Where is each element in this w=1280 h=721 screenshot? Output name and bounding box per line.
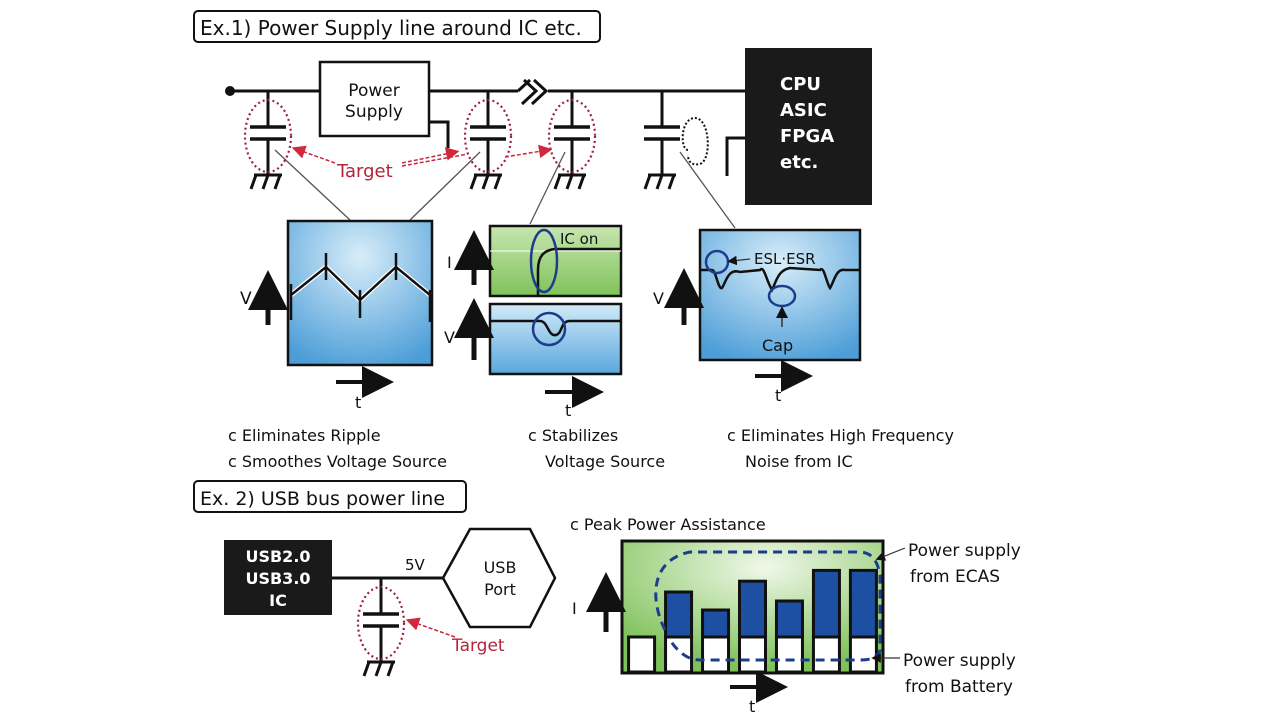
svg-text:I: I — [572, 599, 577, 618]
power-line — [225, 78, 745, 148]
svg-text:IC on: IC on — [560, 230, 598, 248]
target-highlight — [463, 98, 513, 174]
svg-text:USB2.0: USB2.0 — [245, 547, 310, 566]
bar-ecas — [774, 599, 804, 639]
svg-text:ASIC: ASIC — [780, 100, 827, 121]
ex1-title: Ex.1) Power Supply line around IC etc. — [193, 10, 601, 43]
target-annotation-usb: Target — [405, 617, 505, 656]
svg-text:V: V — [653, 289, 664, 308]
voltage-waveform — [490, 319, 621, 337]
svg-text:Ex. 2) USB bus power line: Ex. 2) USB bus power line — [200, 488, 445, 510]
bar-battery — [738, 635, 767, 674]
target-annotation: Target — [291, 144, 553, 182]
ex1-bullets: c Eliminates Ripple c Smoothes Voltage S… — [228, 426, 954, 471]
svg-text:Target: Target — [451, 636, 505, 656]
svg-text:IC: IC — [269, 591, 287, 610]
svg-text:I: I — [447, 253, 452, 272]
ic-block: CPU ASIC FPGA etc. — [725, 48, 872, 205]
ground-icon — [249, 173, 282, 190]
svg-text:Cap: Cap — [762, 336, 793, 355]
noise-loop — [681, 116, 709, 166]
svg-text:Noise from IC: Noise from IC — [745, 452, 853, 471]
ripple-graph: V t — [240, 219, 434, 412]
peak-power-chart — [620, 539, 885, 675]
noise-graph: ESL·ESR Cap V t — [653, 228, 862, 405]
svg-text:FPGA: FPGA — [780, 126, 834, 147]
leader-lines — [274, 149, 736, 229]
svg-text:t: t — [355, 393, 361, 412]
ground-icon — [643, 173, 676, 190]
target-highlight — [243, 98, 293, 174]
bar-battery — [664, 635, 694, 674]
svg-text:Power supply: Power supply — [908, 541, 1021, 561]
svg-text:Power: Power — [348, 81, 399, 101]
svg-text:Supply: Supply — [345, 102, 403, 122]
svg-text:USB: USB — [484, 558, 517, 577]
bar-ecas — [811, 568, 841, 639]
capacitor-4 — [643, 91, 680, 190]
svg-text:etc.: etc. — [780, 152, 818, 173]
svg-text:c Smoothes Voltage Source: c Smoothes Voltage Source — [228, 452, 447, 471]
line-break-symbol — [516, 78, 539, 106]
svg-text:V: V — [240, 289, 252, 309]
svg-text:c Stabilizes: c Stabilizes — [528, 426, 618, 445]
target-highlight — [356, 585, 406, 661]
ex2-title: Ex. 2) USB bus power line — [193, 480, 467, 513]
bar-ecas — [848, 568, 878, 639]
stabilize-graph: IC on I V t — [444, 224, 623, 420]
svg-text:CPU: CPU — [780, 74, 821, 95]
bar-battery — [627, 635, 657, 674]
svg-text:from Battery: from Battery — [905, 677, 1013, 697]
ground-icon — [469, 173, 502, 190]
capacitor-3 — [547, 91, 597, 190]
capacitor-2 — [463, 91, 513, 190]
svg-text:t: t — [749, 697, 755, 716]
ground-icon — [362, 660, 395, 677]
svg-text:V: V — [444, 328, 455, 347]
bar-ecas — [738, 579, 767, 639]
svg-text:from ECAS: from ECAS — [910, 567, 1000, 587]
bar-battery — [701, 635, 731, 674]
bar-ecas — [701, 608, 731, 639]
svg-text:Voltage Source: Voltage Source — [545, 452, 665, 471]
svg-text:USB3.0: USB3.0 — [245, 569, 310, 588]
svg-text:c Eliminates High Frequency: c Eliminates High Frequency — [727, 426, 954, 445]
svg-text:Ex.1) Power Supply line around: Ex.1) Power Supply line around IC etc. — [200, 16, 582, 40]
svg-text:Target: Target — [336, 161, 393, 182]
usb-ic-block: USB2.0 USB3.0 IC — [224, 540, 332, 615]
svg-text:Port: Port — [484, 580, 516, 599]
svg-text:c Eliminates Ripple: c Eliminates Ripple — [228, 426, 381, 445]
svg-text:5V: 5V — [405, 556, 426, 574]
ecas-region-outline — [654, 550, 882, 662]
capacitor-1 — [243, 91, 293, 190]
svg-text:c Peak Power Assistance: c Peak Power Assistance — [570, 515, 766, 534]
bar-battery — [774, 635, 804, 674]
svg-text:Power supply: Power supply — [903, 651, 1016, 671]
bar-ecas — [664, 590, 694, 639]
svg-text:ESL·ESR: ESL·ESR — [754, 250, 816, 268]
legend: Power supply from ECAS Power supply from… — [871, 541, 1021, 697]
bar-battery — [848, 635, 878, 674]
ground-icon — [553, 173, 586, 190]
bar-battery — [811, 635, 841, 674]
svg-text:t: t — [565, 401, 571, 420]
power-supply-block: Power Supply — [318, 60, 431, 138]
svg-text:t: t — [775, 386, 781, 405]
capacitor-usb — [356, 578, 406, 677]
usb-port: USB Port — [441, 527, 557, 629]
target-highlight — [547, 98, 597, 174]
